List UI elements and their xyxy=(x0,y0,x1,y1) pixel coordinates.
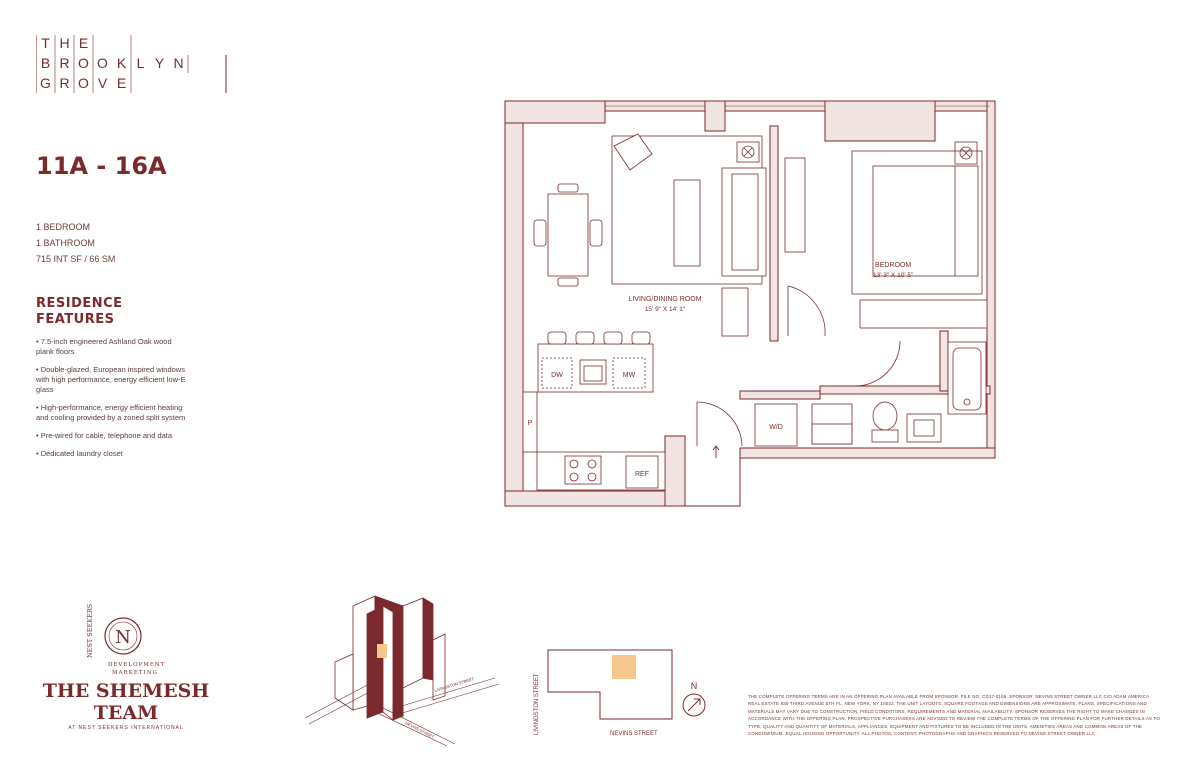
bathroom-count: 1 BATHROOM xyxy=(36,238,95,248)
logo-letter: L xyxy=(136,55,145,71)
livingston-street-label: LIVINGSTON STREET xyxy=(534,673,540,735)
nest-seekers-logo: NEST SEEKERS N DEVELOPMENT MARKETING xyxy=(86,604,165,676)
refrigerator-label: REF xyxy=(635,471,649,478)
exterior-walls xyxy=(504,100,996,507)
legal-disclaimer: THE COMPLETE OFFERING TERMS ARE IN AN OF… xyxy=(748,694,1160,737)
logo-line-2: B R O O K L Y N xyxy=(36,53,226,73)
logo-letter: O xyxy=(78,75,89,91)
logo-letter: R xyxy=(59,55,70,71)
microwave-label: MW xyxy=(623,372,636,379)
bedroom-dims: 13' 3" X 10' 5" xyxy=(873,272,914,279)
logo-letter: T xyxy=(41,35,50,51)
logo-letter: Y xyxy=(154,55,165,71)
logo-letter: B xyxy=(40,55,51,71)
development-text: DEVELOPMENT xyxy=(108,662,165,668)
features-heading-line: FEATURES xyxy=(36,312,115,327)
pantry-label: P xyxy=(528,420,533,427)
living-room-dims: 15' 9" X 14' 1" xyxy=(645,306,686,313)
feature-item: • Pre-wired for cable, telephone and dat… xyxy=(36,431,173,440)
logo-letter: G xyxy=(40,75,51,91)
bathroom-fixtures xyxy=(754,341,987,447)
logo-letter: O xyxy=(97,55,108,71)
bedroom-count: 1 BEDROOM xyxy=(36,222,91,232)
logo-divider-lines xyxy=(36,35,227,93)
brooklyn-grove-logo: T H E B R O O K L Y N G R O V E xyxy=(36,33,227,97)
logo-letter: N xyxy=(173,55,184,71)
unit-area: 715 INT SF / 66 SM xyxy=(36,254,116,264)
north-label: N xyxy=(691,681,698,691)
entry-arrow-icon xyxy=(712,445,720,458)
features-heading-line: RESIDENCE xyxy=(36,296,123,311)
building-axonometric: LIVINGSTON STREET NEVINS STREET xyxy=(305,595,500,746)
feature-item: • 7.5-inch engineered Ashland Oak wood p… xyxy=(36,337,172,356)
kitchen-island xyxy=(537,331,654,393)
logo-letter: E xyxy=(78,35,89,51)
logo-letter: R xyxy=(59,75,70,91)
logo-letter: E xyxy=(116,75,127,91)
nevins-street-label: NEVINS STREET xyxy=(610,731,658,737)
logo-letter: V xyxy=(97,75,108,91)
doors xyxy=(696,285,901,447)
kitchen-counter xyxy=(522,391,666,491)
building-street-b: NEVINS STREET xyxy=(405,720,436,739)
logo-letter: O xyxy=(78,55,89,71)
svg-text:N: N xyxy=(115,627,131,648)
key-plan: LIVINGSTON STREET NEVINS STREET N xyxy=(534,649,706,737)
bedroom-label: BEDROOM xyxy=(875,262,911,269)
interior-walls xyxy=(739,125,991,400)
feature-item: • High-performance, energy efficient hea… xyxy=(36,403,186,422)
logo-line-1: T H E xyxy=(36,33,226,53)
living-room-label: LIVING/DINING ROOM xyxy=(628,296,701,303)
team-block: THE SHEMESH TEAM AT NEST SEEKERS INTERNA… xyxy=(26,680,226,731)
bedroom-furniture xyxy=(784,150,988,329)
feature-item: • Double-glazed, European inspired windo… xyxy=(36,365,186,394)
logo-letter: K xyxy=(116,55,127,71)
living-furniture xyxy=(611,133,767,337)
north-arrow-icon xyxy=(687,698,701,712)
dishwasher-label: DW xyxy=(551,372,563,379)
logo-letter: H xyxy=(59,35,70,51)
features-heading: RESIDENCE FEATURES xyxy=(36,296,123,328)
nest-seekers-text: NEST SEEKERS xyxy=(86,604,94,658)
washer-dryer-label: W/D xyxy=(769,424,783,431)
floor-plan: LIVING/DINING ROOM 15' 9" X 14' 1" BEDRO… xyxy=(504,100,996,507)
dining-table xyxy=(533,183,603,287)
feature-item: • Dedicated laundry closet xyxy=(36,449,123,458)
team-subtitle: AT NEST SEEKERS INTERNATIONAL xyxy=(68,725,184,731)
features-list: • 7.5-inch engineered Ashland Oak wood p… xyxy=(36,337,186,467)
logo-line-3: G R O V E xyxy=(36,73,226,93)
marketing-text: MARKETING xyxy=(112,670,158,676)
team-name: THE SHEMESH TEAM xyxy=(42,680,210,724)
unit-specs: 1 BEDROOM 1 BATHROOM 715 INT SF / 66 SM xyxy=(36,219,115,267)
unit-title: 11A - 16A xyxy=(36,152,167,180)
